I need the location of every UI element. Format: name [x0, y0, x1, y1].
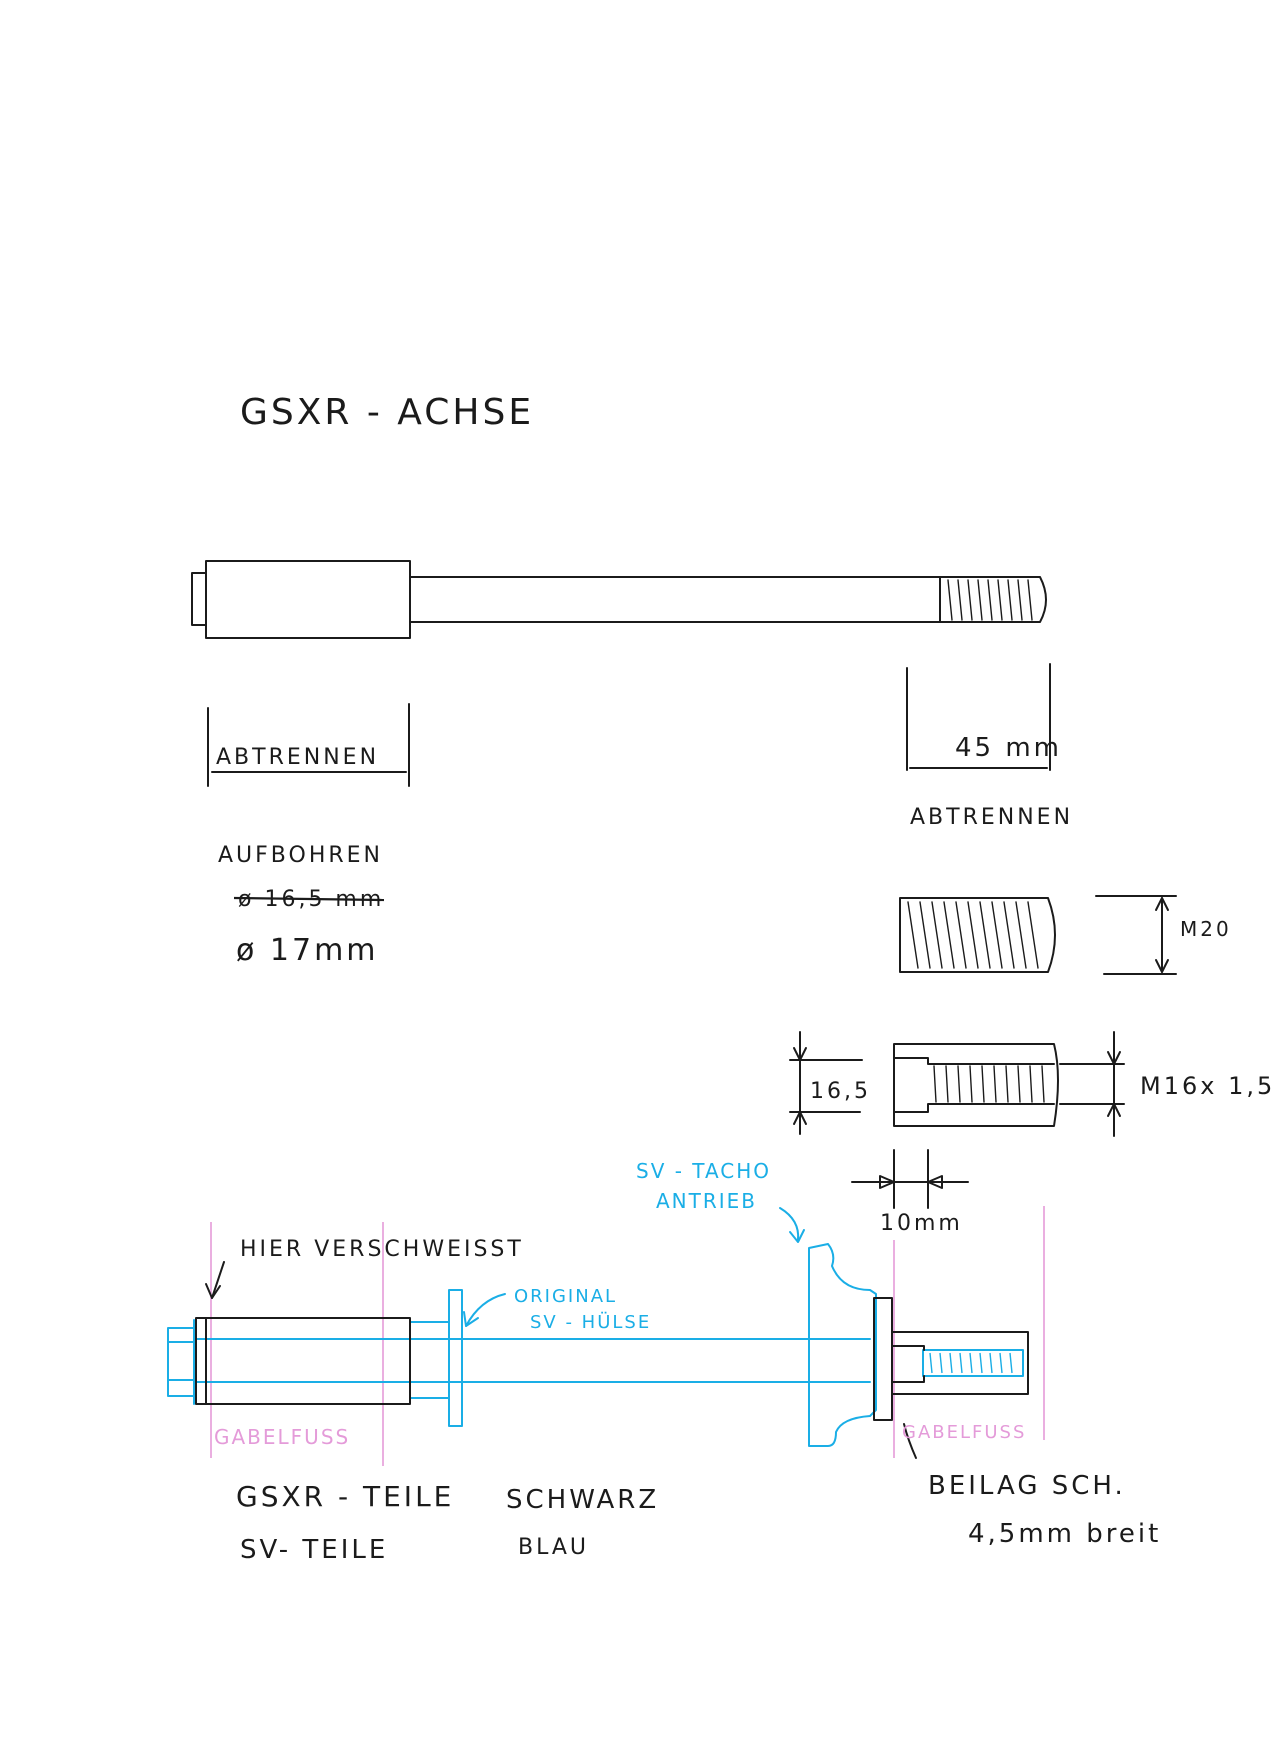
- weld-arrow: [205, 1261, 225, 1299]
- dim-10mm-label: 10mm: [880, 1211, 963, 1236]
- gsxr-axle-drawing: [191, 560, 1047, 639]
- m16-dimension: [1059, 1031, 1125, 1137]
- washer-arrow: [903, 1423, 917, 1459]
- original-sleeve-arrow: [463, 1293, 506, 1327]
- cutoff-left-marker: [207, 703, 410, 787]
- bore-old-strike: [233, 896, 385, 902]
- gabelfuss-left-label: GABELFUSS: [214, 1425, 350, 1449]
- gsxr-assembly-parts: [195, 1297, 1029, 1421]
- original-sv-label-2: SV - HÜLSE: [530, 1311, 651, 1333]
- axle-thread-hatching: [947, 579, 1033, 621]
- abtrennen-right-label: ABTRENNEN: [910, 805, 1073, 830]
- cutoff-right-marker: [906, 663, 1051, 771]
- sv-axle-head: [167, 1327, 195, 1397]
- dim-45mm-label: 45 mm: [955, 733, 1062, 763]
- modified-thread-piece: [893, 1043, 1059, 1127]
- legend-sv-parts: SV- TEILE: [240, 1535, 388, 1565]
- original-sv-label-1: ORIGINAL: [514, 1286, 617, 1307]
- sv-tacho-arrow: [779, 1207, 805, 1243]
- hier-verschweisst-label: HIER VERSCHWEISST: [240, 1237, 524, 1262]
- gsxr-welded-collar: [195, 1317, 207, 1405]
- m20-thread-piece: [899, 897, 1056, 973]
- aufbohren-label: AUFBOHREN: [218, 843, 383, 868]
- sv-thread-insert: [922, 1349, 1024, 1377]
- legend-sv-color: BLAU: [518, 1535, 589, 1560]
- gsxr-head-block: [205, 1317, 411, 1405]
- sv-tacho-label-1: SV - TACHO: [636, 1159, 771, 1183]
- m16-label: M16x 1,5: [1140, 1072, 1275, 1100]
- dim-10mm-marker: [851, 1149, 969, 1209]
- m20-label: M20: [1180, 917, 1232, 941]
- sv-original-sleeve: [409, 1289, 463, 1427]
- legend-gsxr-parts: GSXR - TEILE: [236, 1480, 454, 1513]
- legend-gsxr-color: SCHWARZ: [506, 1485, 659, 1515]
- abtrennen-left-label: ABTRENNEN: [216, 745, 379, 770]
- sv-speedo-drive: [808, 1243, 877, 1447]
- dim-16-5-marker: [789, 1031, 863, 1135]
- m20-dimension: [1095, 895, 1177, 975]
- bore-new-value: ø 17mm: [236, 933, 379, 968]
- gabelfuss-right-label: GABELFUSS: [902, 1422, 1026, 1443]
- gsxr-end-piece: [891, 1331, 1029, 1395]
- sv-axle-shaft: [167, 1319, 871, 1405]
- beilag-label-2: 4,5mm breit: [968, 1519, 1161, 1549]
- drawing-title: GSXR - ACHSE: [240, 392, 534, 433]
- dim-16-5-label: 16,5: [810, 1079, 871, 1104]
- axle-head-cap: [191, 572, 207, 626]
- sv-tacho-label-2: ANTRIEB: [656, 1189, 757, 1213]
- axle-head-block: [205, 560, 411, 639]
- axle-thread-end: [939, 576, 1047, 623]
- beilag-label-1: BEILAG SCH.: [928, 1471, 1126, 1501]
